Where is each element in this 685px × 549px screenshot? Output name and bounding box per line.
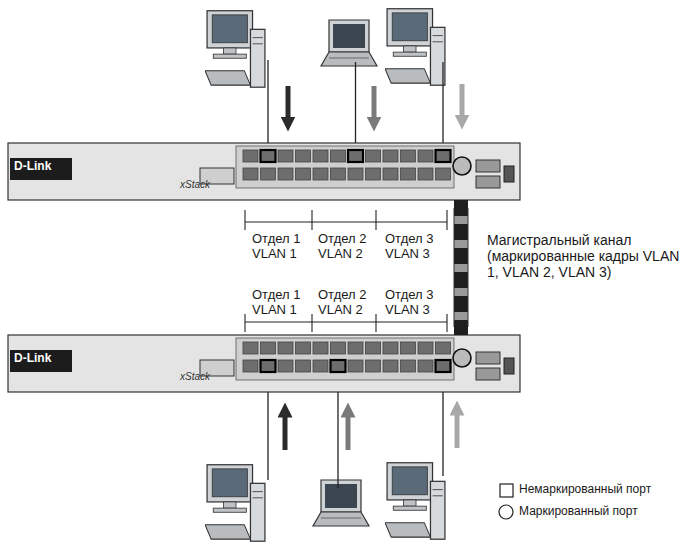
model-label: xStack: [180, 371, 210, 383]
legend-circle: [499, 505, 513, 519]
port: [366, 168, 381, 180]
port: [418, 342, 433, 354]
port: [313, 168, 328, 180]
port: [278, 342, 293, 354]
port: [331, 150, 346, 162]
port: [383, 150, 398, 162]
legend-text: Маркированный порт: [519, 504, 638, 518]
vlan-label: Отдел 2 VLAN 2: [318, 288, 380, 318]
port: [243, 168, 258, 180]
port: [296, 150, 311, 162]
port: [313, 360, 328, 372]
trunk-base: [454, 200, 468, 335]
brand-label: D-Link: [14, 160, 51, 174]
port: [348, 360, 363, 372]
port: [401, 342, 416, 354]
network-switch: D-Link xStack: [8, 143, 520, 200]
port: [278, 360, 293, 372]
port: [348, 150, 363, 162]
trunk-stripes: [454, 200, 468, 335]
port: [296, 360, 311, 372]
port: [331, 342, 346, 354]
port: [331, 168, 346, 180]
port: [278, 168, 293, 180]
legend-text: Немаркированный порт: [519, 482, 651, 496]
port: [331, 360, 346, 372]
port: [436, 360, 451, 372]
port: [313, 342, 328, 354]
port: [436, 150, 451, 162]
trunk-label: Магистральный канал (маркированные кадры…: [487, 232, 681, 280]
port: [348, 342, 363, 354]
port: [436, 168, 451, 180]
port: [261, 150, 276, 162]
port: [261, 168, 276, 180]
port: [261, 342, 276, 354]
trunk-edge-line: [454, 208, 455, 327]
port: [418, 360, 433, 372]
vlan-label: Отдел 3 VLAN 3: [385, 288, 447, 318]
vlan-label: Отдел 3 VLAN 3: [385, 232, 447, 262]
port: [436, 342, 451, 354]
port: [313, 150, 328, 162]
network-switch: D-Link xStack: [8, 335, 520, 392]
port: [243, 360, 258, 372]
trunk-edge-line: [468, 208, 469, 327]
port: [366, 360, 381, 372]
brand-label: D-Link: [14, 352, 51, 366]
legend-square: [500, 484, 513, 497]
port: [401, 168, 416, 180]
trunk-link: [454, 200, 468, 335]
port: [278, 150, 293, 162]
vlan-label: Отдел 2 VLAN 2: [318, 232, 380, 262]
port: [348, 168, 363, 180]
port: [383, 342, 398, 354]
port: [366, 342, 381, 354]
port: [401, 150, 416, 162]
port: [296, 168, 311, 180]
vlan-label: Отдел 1 VLAN 1: [252, 288, 314, 318]
port: [383, 168, 398, 180]
port: [418, 168, 433, 180]
model-label: xStack: [180, 179, 210, 191]
port: [243, 342, 258, 354]
port: [418, 150, 433, 162]
vlan-label: Отдел 1 VLAN 1: [252, 232, 314, 262]
port: [261, 360, 276, 372]
port: [383, 360, 398, 372]
port: [296, 342, 311, 354]
port: [366, 150, 381, 162]
port: [401, 360, 416, 372]
port: [243, 150, 258, 162]
